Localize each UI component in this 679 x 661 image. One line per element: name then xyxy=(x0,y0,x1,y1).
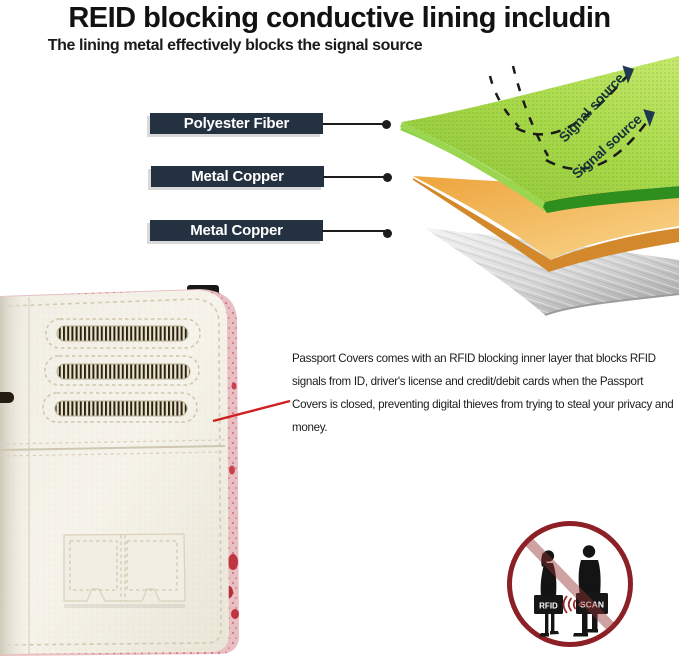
connector-dot-3 xyxy=(383,229,392,238)
connector-line-1 xyxy=(323,123,384,125)
slot-2 xyxy=(56,363,191,380)
connector-line-3 xyxy=(322,230,387,232)
scan-bag-handle xyxy=(585,584,596,590)
spine-shading xyxy=(0,296,30,655)
slot-1 xyxy=(56,325,189,342)
label-metal-copper-2: Metal Copper xyxy=(150,220,323,241)
perimeter-stitching xyxy=(7,298,222,646)
rfid-bag-label: RFID xyxy=(539,602,558,611)
silver-layer xyxy=(425,228,679,316)
left-edge-slit xyxy=(0,392,14,403)
signal-waves-icon xyxy=(562,595,582,614)
vent-slots xyxy=(42,318,201,423)
rfid-description-text: Passport Covers comes with an RFID block… xyxy=(292,352,674,434)
rfid-bag xyxy=(534,595,563,614)
signal-path-dashes xyxy=(488,65,651,171)
scan-bag-label: SCAN xyxy=(580,600,604,610)
signal-arrowheads xyxy=(622,65,655,127)
prohibition-ring xyxy=(507,521,633,647)
connector-dot-2 xyxy=(383,173,392,182)
connector-dot-1 xyxy=(382,120,391,129)
slot-3 xyxy=(54,400,188,417)
green-layer xyxy=(400,56,679,213)
rfid-bag-handle xyxy=(545,587,554,592)
strap-holder xyxy=(63,533,186,608)
connector-line-2 xyxy=(323,176,387,178)
label-polyester-fiber: Polyester Fiber xyxy=(150,113,323,134)
prohibition-slash xyxy=(525,538,616,632)
page-title: REID blocking conductive lining includin xyxy=(68,2,611,34)
scan-bag xyxy=(576,593,608,614)
page-subtitle: The lining metal effectively blocks the … xyxy=(47,37,423,54)
label-metal-copper-1: Metal Copper xyxy=(151,166,324,187)
horizontal-seam xyxy=(0,439,226,457)
